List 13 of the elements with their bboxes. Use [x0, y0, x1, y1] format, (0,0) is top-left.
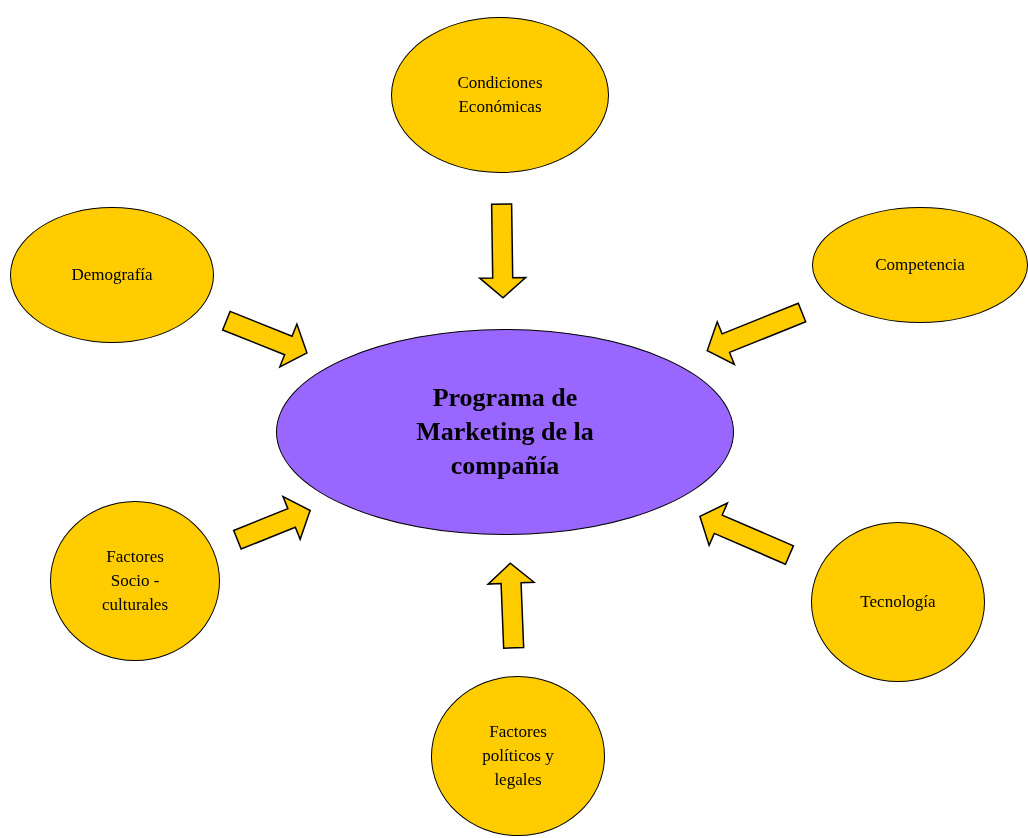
- node-label: Programa de Marketing de la compañía: [415, 382, 595, 482]
- block-arrow: [221, 310, 308, 369]
- node-label: Competencia: [874, 254, 966, 276]
- block-arrow: [232, 495, 312, 550]
- block-arrow: [706, 302, 807, 367]
- block-arrow: [699, 501, 795, 566]
- block-arrow: [486, 562, 537, 649]
- node-label: Condiciones Económicas: [456, 72, 544, 118]
- node-label: Factores Socio - culturales: [100, 546, 170, 616]
- node-label: Tecnología: [859, 591, 937, 613]
- node-label: Demografía: [70, 264, 154, 286]
- block-arrow: [477, 203, 528, 299]
- node-label: Factores políticos y legales: [481, 721, 555, 791]
